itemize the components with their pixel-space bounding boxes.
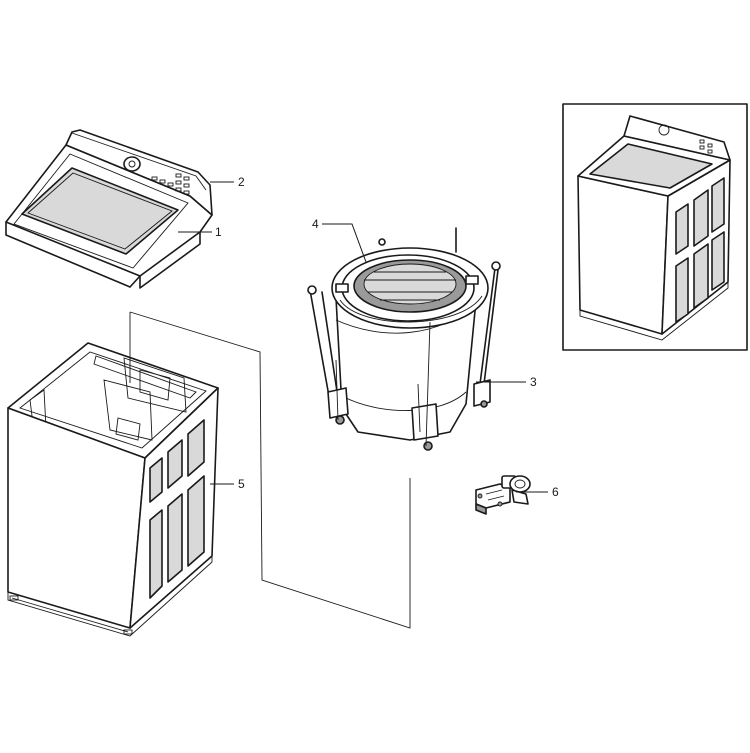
callout-labels: 1 2 3 4 5 6 xyxy=(215,175,559,499)
callout-5: 5 xyxy=(238,477,245,491)
control-buttons xyxy=(151,173,190,195)
cabinet[interactable] xyxy=(7,342,219,637)
callout-3: 3 xyxy=(530,375,537,389)
tub-assembly[interactable] xyxy=(307,227,501,451)
drain-pump[interactable] xyxy=(475,475,531,515)
callout-leaders xyxy=(178,181,548,493)
callout-2: 2 xyxy=(238,175,245,189)
callout-6: 6 xyxy=(552,485,559,499)
assembled-view-inset xyxy=(562,103,748,351)
callout-4: 4 xyxy=(312,217,319,231)
assembly-guide-line xyxy=(129,311,411,629)
callout-1: 1 xyxy=(215,225,222,239)
top-cover-with-lid[interactable] xyxy=(5,129,213,289)
